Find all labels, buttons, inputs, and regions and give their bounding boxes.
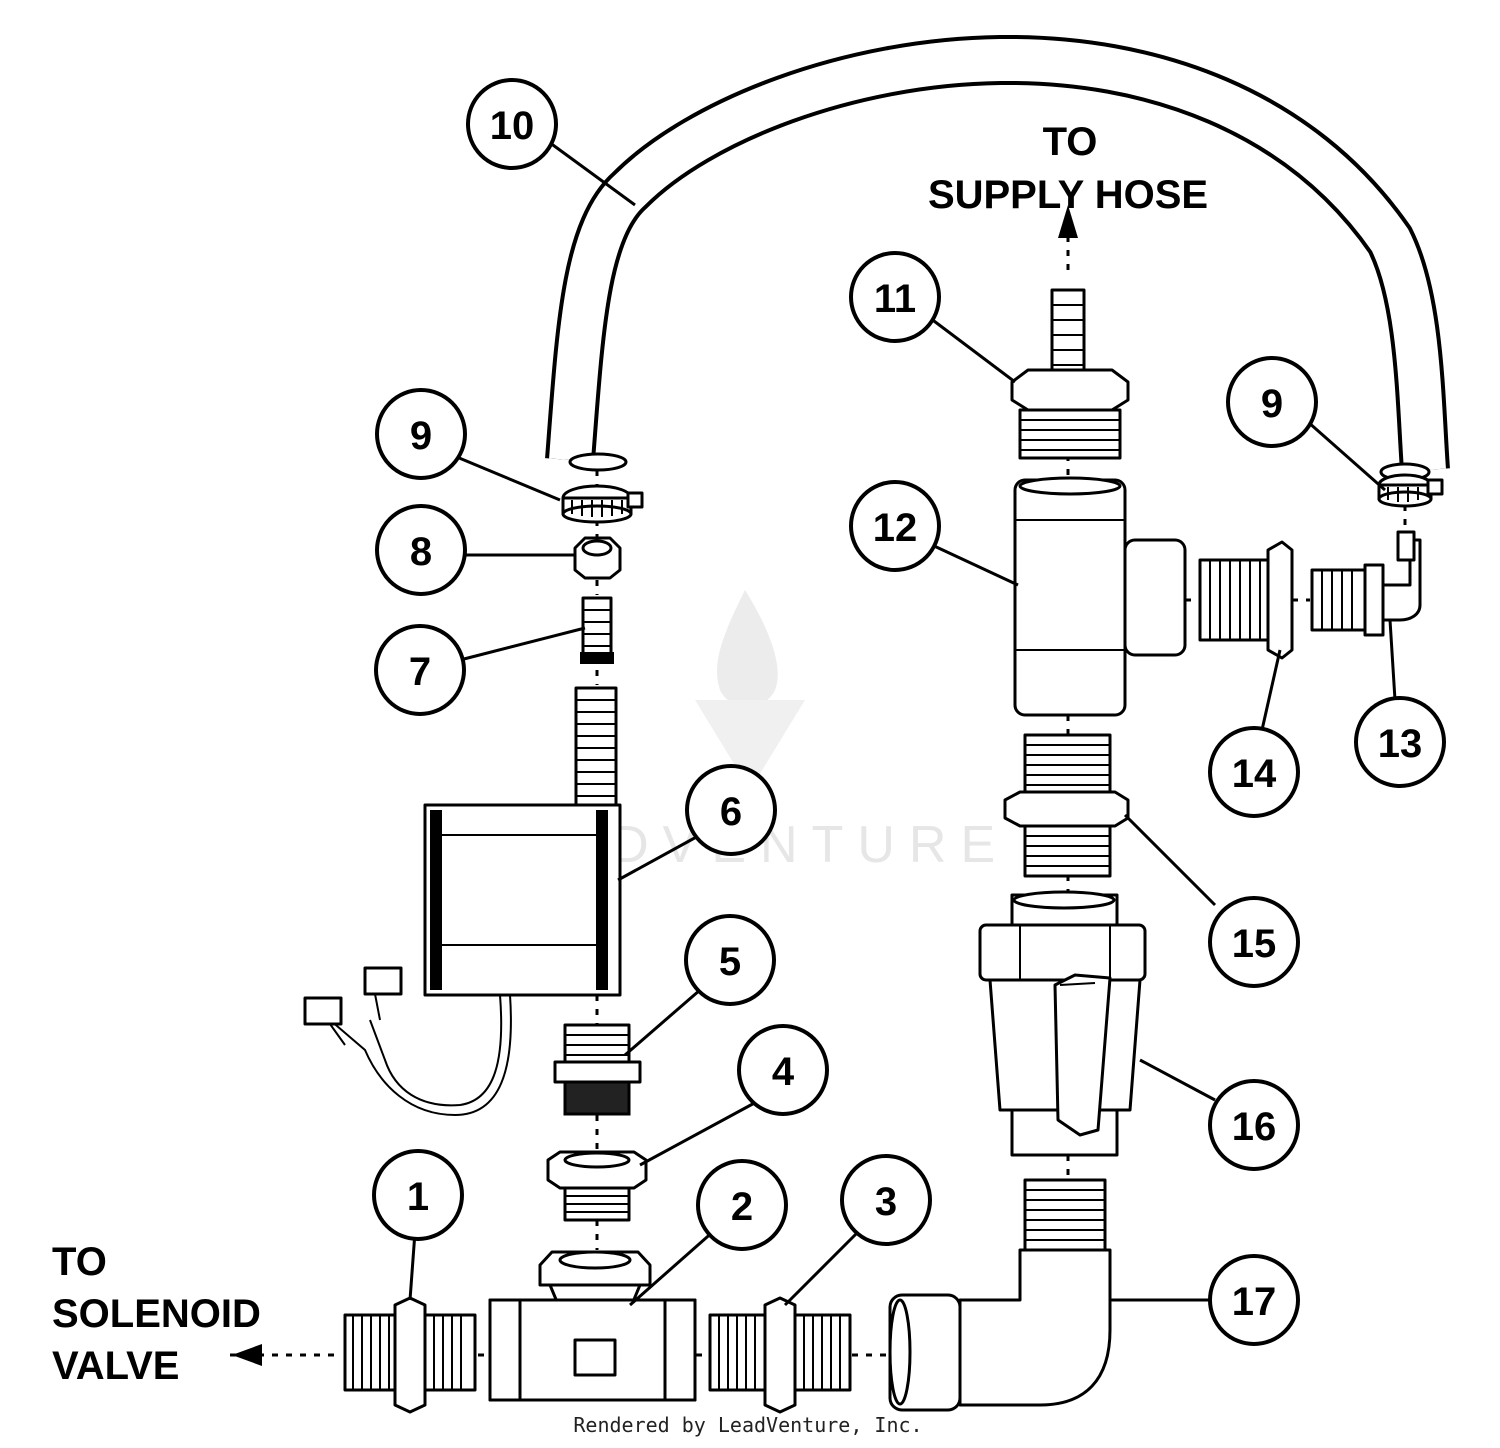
callout-6: 6 [685, 764, 777, 856]
callout-2: 2 [696, 1159, 788, 1251]
leader-lines [408, 135, 1397, 1307]
callout-13: 13 [1354, 696, 1446, 788]
svg-text:1: 1 [407, 1175, 429, 1219]
callout-8: 8 [375, 504, 467, 596]
svg-text:17: 17 [1232, 1280, 1277, 1324]
part-9-clamp-left [561, 484, 644, 524]
callout-11: 11 [849, 251, 941, 343]
part-9-clamp-right [1377, 473, 1444, 508]
part-14-bushing [1198, 540, 1294, 660]
solenoid-label-line3: VALVE [52, 1344, 179, 1388]
callout-15: 15 [1208, 896, 1300, 988]
svg-text:9: 9 [1261, 382, 1283, 426]
part-11-barb-fitting [1010, 288, 1130, 460]
callout-16: 16 [1208, 1079, 1300, 1171]
part-8-nut [573, 536, 622, 580]
part-5-fitting [553, 1023, 642, 1116]
solenoid-label-line1: TO [52, 1240, 107, 1284]
part-4-bushing [546, 1150, 648, 1222]
svg-text:4: 4 [772, 1050, 795, 1094]
v-logo-icon [695, 700, 805, 790]
part-6-solenoid [303, 686, 622, 1117]
part-17-elbow [888, 1178, 1112, 1412]
svg-text:7: 7 [409, 650, 431, 694]
svg-text:15: 15 [1232, 922, 1277, 966]
part-13-elbow-barb [1310, 530, 1422, 637]
svg-text:11: 11 [874, 277, 916, 321]
svg-text:10: 10 [490, 104, 535, 148]
svg-text:9: 9 [410, 414, 432, 458]
callout-9-right: 9 [1226, 356, 1318, 448]
part-7-barb [580, 596, 614, 664]
supply-label-line2: SUPPLY HOSE [928, 173, 1208, 217]
svg-text:14: 14 [1232, 752, 1277, 796]
svg-text:8: 8 [410, 530, 432, 574]
part-2-tee [488, 1250, 697, 1402]
svg-text:3: 3 [875, 1180, 897, 1224]
callout-10: 10 [466, 78, 558, 170]
part-15-nipple [1003, 733, 1130, 878]
svg-text:12: 12 [873, 506, 918, 550]
callout-12: 12 [849, 480, 941, 572]
callout-5: 5 [684, 914, 776, 1006]
callout-4: 4 [737, 1024, 829, 1116]
supply-label-line1: TO [1043, 120, 1098, 164]
flame-logo-icon [717, 590, 778, 707]
callout-17: 17 [1208, 1254, 1300, 1346]
part-16-ball-valve [978, 890, 1147, 1157]
callout-9-left: 9 [375, 388, 467, 480]
part-1-nipple [343, 1296, 477, 1414]
solenoid-label-line2: SOLENOID [52, 1292, 261, 1336]
svg-text:13: 13 [1378, 722, 1423, 766]
svg-text:16: 16 [1232, 1105, 1277, 1149]
part-3-nipple [708, 1296, 852, 1414]
svg-text:6: 6 [720, 790, 742, 834]
footer-credit: Rendered by LeadVenture, Inc. [573, 1413, 922, 1437]
callout-3: 3 [840, 1154, 932, 1246]
svg-text:2: 2 [731, 1185, 753, 1229]
part-12-tee [1013, 476, 1187, 717]
svg-text:5: 5 [719, 940, 741, 984]
callout-7: 7 [374, 624, 466, 716]
callout-1: 1 [372, 1149, 464, 1241]
callout-14: 14 [1208, 726, 1300, 818]
